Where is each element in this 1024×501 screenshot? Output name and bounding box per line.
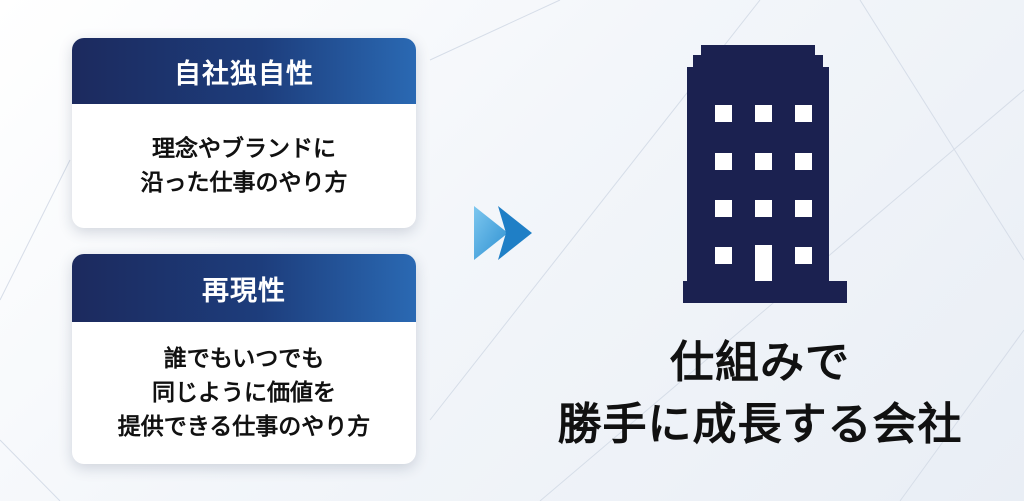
- tagline-line: 勝手に成長する会社: [557, 399, 963, 450]
- card-originality: 自社独自性 理念やブランドに 沿った仕事のやり方: [72, 38, 416, 228]
- card-text-line: 沿った仕事のやり方: [140, 170, 348, 196]
- card-body: 誰でもいつでも 同じように価値を 提供できる仕事のやり方: [72, 322, 416, 464]
- card-text-line: 同じように価値を: [152, 380, 336, 406]
- card-title: 再現性: [72, 254, 416, 322]
- tagline-line: 仕組みで: [670, 337, 850, 388]
- office-building-icon: [683, 45, 847, 303]
- card-title: 自社独自性: [72, 38, 416, 104]
- card-text-line: 理念やブランドに: [152, 136, 336, 162]
- double-chevron-right-icon: [474, 206, 532, 260]
- card-reproducibility: 再現性 誰でもいつでも 同じように価値を 提供できる仕事のやり方: [72, 254, 416, 464]
- card-text-line: 提供できる仕事のやり方: [117, 414, 371, 440]
- card-text-line: 誰でもいつでも: [163, 346, 325, 372]
- card-body: 理念やブランドに 沿った仕事のやり方: [72, 104, 416, 228]
- result-tagline: 仕組みで 勝手に成長する会社: [540, 332, 980, 456]
